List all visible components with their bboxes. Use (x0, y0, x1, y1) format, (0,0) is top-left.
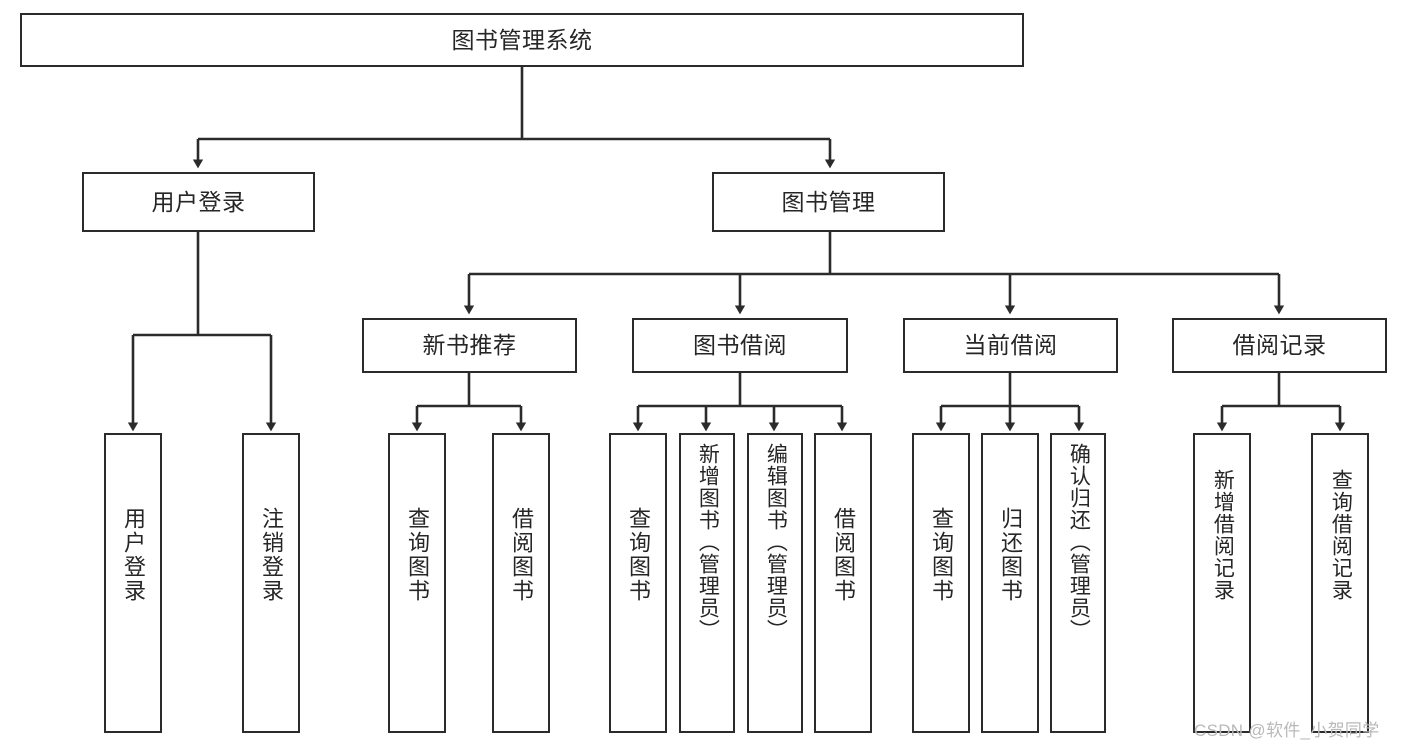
node-label: 查询借阅记录 (1329, 469, 1353, 601)
node-label: 新增图书（管理员） (696, 443, 720, 641)
node-label: 用户登录 (151, 188, 246, 215)
leaf-book-borrow-2[interactable]: 编辑图书（管理员） (747, 433, 803, 733)
leaf-new-book-1[interactable]: 借阅图书 (492, 433, 550, 733)
leaf-current-borrow-1[interactable]: 归还图书 (981, 433, 1039, 733)
leaf-borrow-record-1[interactable]: 查询借阅记录 (1311, 433, 1369, 733)
node-label: 图书借阅 (693, 332, 787, 359)
node-label: 归还图书 (997, 507, 1023, 603)
node-label: 图书管理系统 (451, 26, 593, 53)
node-user-login[interactable]: 用户登录 (82, 172, 315, 232)
node-label: 图书管理 (781, 188, 876, 215)
node-current-borrow[interactable]: 当前借阅 (903, 318, 1118, 373)
leaf-book-borrow-0[interactable]: 查询图书 (609, 433, 667, 733)
node-label: 查询图书 (625, 507, 651, 603)
node-label: 编辑图书（管理员） (764, 443, 788, 641)
node-book-borrow[interactable]: 图书借阅 (632, 318, 848, 373)
leaf-borrow-record-0[interactable]: 新增借阅记录 (1193, 433, 1251, 733)
node-new-book-recommend[interactable]: 新书推荐 (362, 318, 577, 373)
leaf-book-borrow-1[interactable]: 新增图书（管理员） (679, 433, 735, 733)
node-label: 借阅图书 (830, 507, 856, 603)
node-borrow-record[interactable]: 借阅记录 (1172, 318, 1387, 373)
node-label: 注销登录 (258, 507, 284, 603)
node-label: 查询图书 (404, 507, 430, 603)
node-label: 用户登录 (120, 507, 146, 603)
node-label: 当前借阅 (963, 332, 1058, 359)
leaf-current-borrow-2[interactable]: 确认归还（管理员） (1050, 433, 1106, 733)
node-label: 确认归还（管理员） (1067, 443, 1091, 641)
node-root-book-management-system[interactable]: 图书管理系统 (20, 13, 1024, 67)
leaf-book-borrow-3[interactable]: 借阅图书 (814, 433, 872, 733)
node-label: 借阅图书 (508, 507, 534, 603)
node-label: 借阅记录 (1232, 332, 1327, 359)
node-label: 查询图书 (928, 507, 954, 603)
leaf-user-login-0[interactable]: 用户登录 (104, 433, 162, 733)
csdn-watermark: CSDN @软件_小贺同学 (1194, 721, 1380, 740)
node-label: 新增借阅记录 (1211, 469, 1235, 601)
node-book-management[interactable]: 图书管理 (712, 172, 945, 232)
leaf-user-login-1[interactable]: 注销登录 (242, 433, 300, 733)
leaf-current-borrow-0[interactable]: 查询图书 (912, 433, 970, 733)
node-label: 新书推荐 (422, 332, 517, 359)
leaf-new-book-0[interactable]: 查询图书 (388, 433, 446, 733)
